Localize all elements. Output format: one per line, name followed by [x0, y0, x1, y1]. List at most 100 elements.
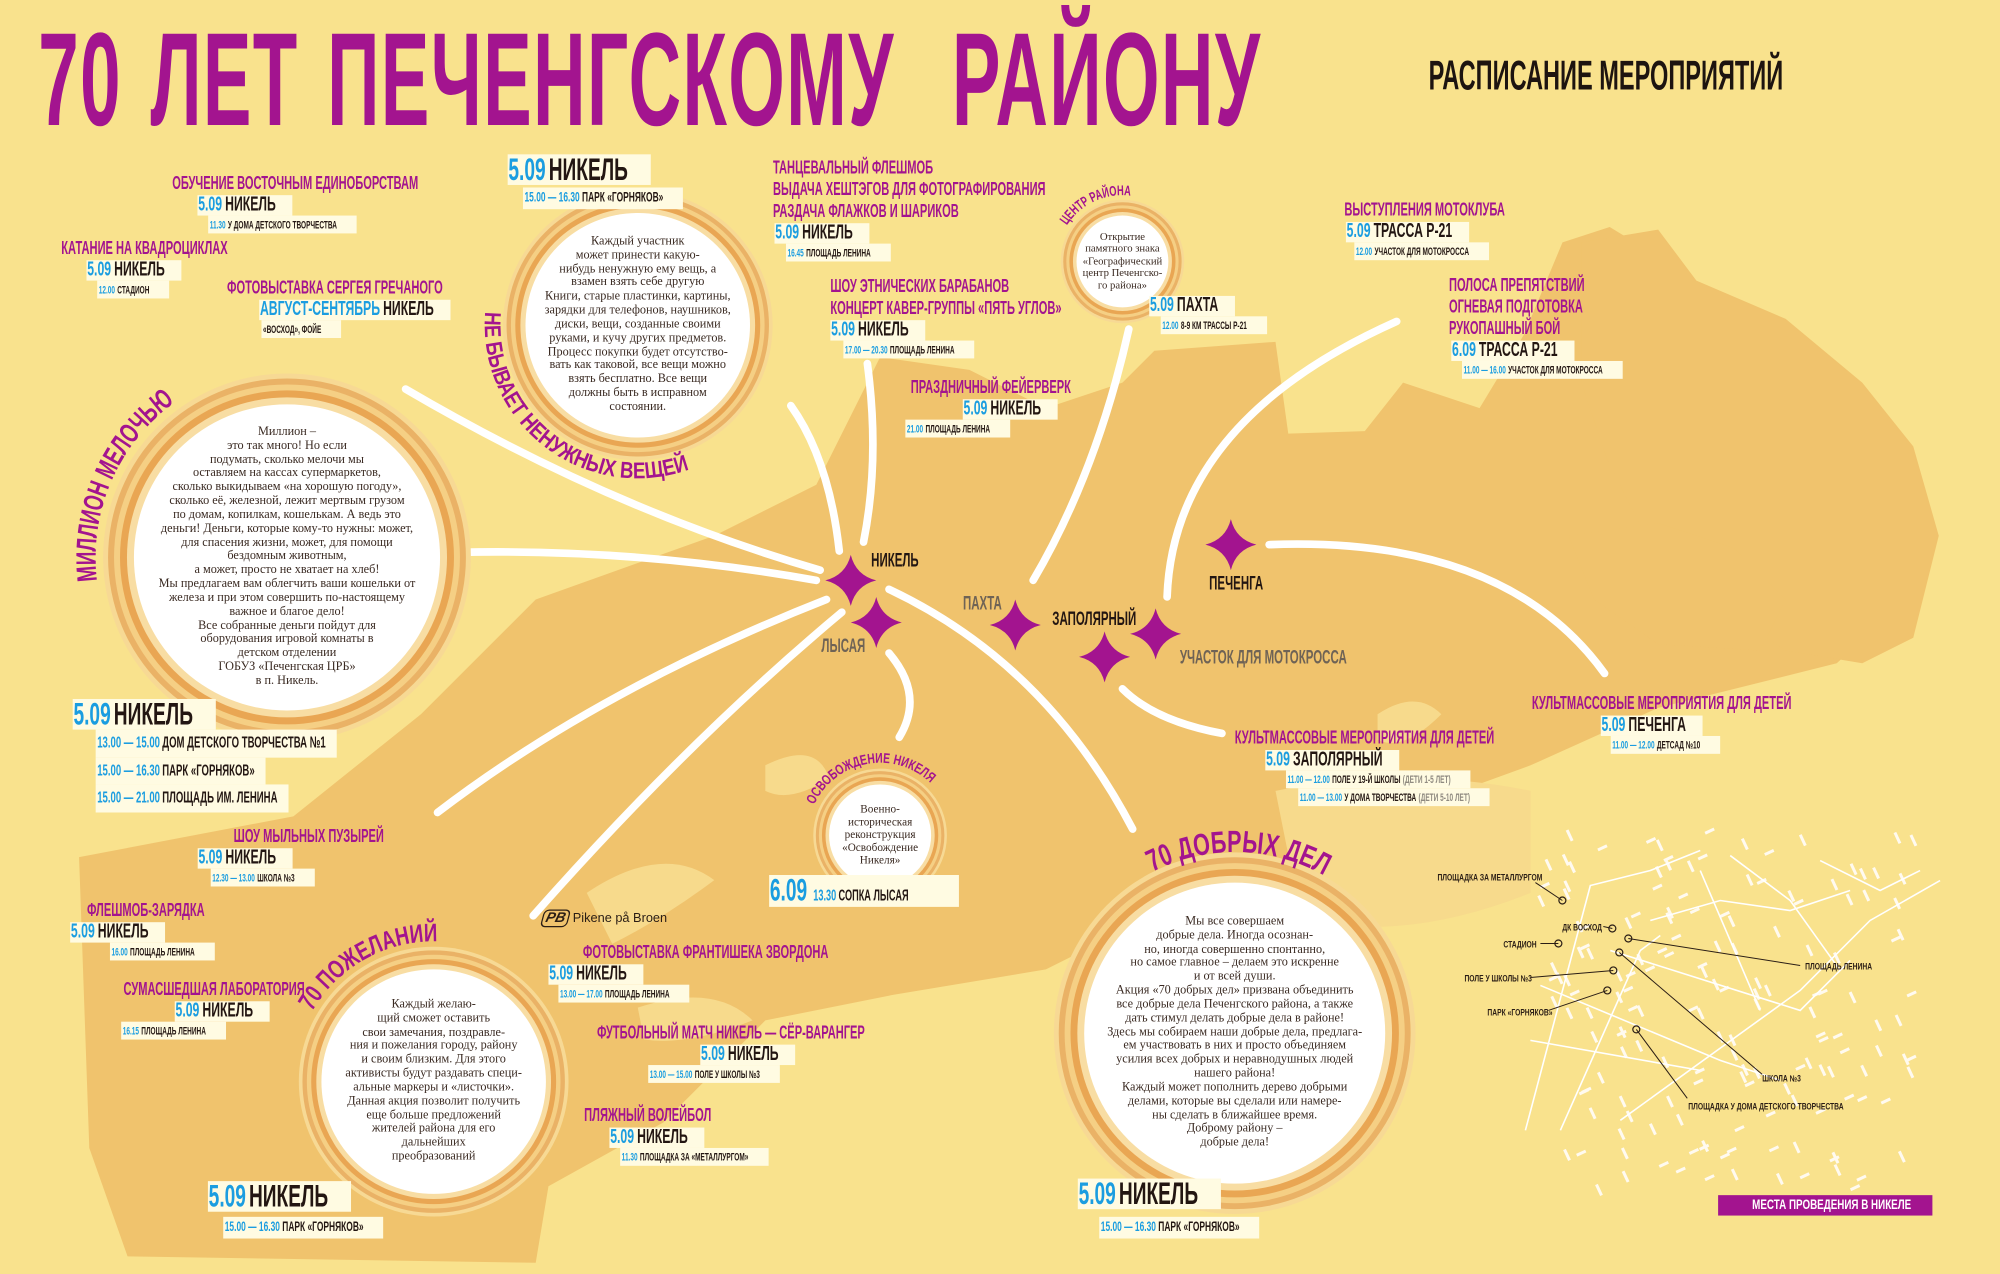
building-shape	[1590, 1030, 1599, 1044]
building-shape	[1808, 1006, 1817, 1019]
minimap-location-label: ПЛОЩАДКА У ДОМА ДЕТСКОГО ТВОРЧЕСТВА	[1688, 1101, 1844, 1111]
description-line: зарядки для телефонов, наушников,	[544, 303, 731, 318]
building-shape	[1860, 1064, 1869, 1077]
event-time: 15.00 — 16.30	[1100, 1219, 1156, 1235]
description-line: центр Печенгско-	[1082, 267, 1163, 280]
event-date: 5.09	[208, 1178, 246, 1215]
description-line: дать стимул делать добрые дела в районе!	[1125, 1011, 1345, 1026]
building-shape	[1563, 974, 1571, 987]
event-date: 5.09	[963, 397, 988, 420]
building-shape	[1654, 865, 1663, 879]
building-shape	[1872, 867, 1880, 880]
event-date: 5.09	[1266, 748, 1290, 771]
location-marker-icon	[1609, 966, 1618, 975]
description-line: и от всей души.	[1193, 969, 1276, 984]
building-shape	[1829, 1155, 1840, 1163]
building-shape	[1792, 1141, 1801, 1154]
description-line: Никеля»	[859, 853, 901, 866]
building-shape	[1652, 883, 1663, 891]
description-line: для спасения жизни, может, для помощи	[181, 535, 393, 550]
building-shape	[1693, 1078, 1704, 1086]
event-venue: ПЛОЩАДЬ ЛЕНИНА	[925, 422, 991, 435]
event-time: 13.00 — 17.00	[559, 987, 603, 1000]
map-place-label: НИКЕЛЬ	[871, 549, 919, 572]
leader-line	[1628, 937, 1801, 966]
building-shape	[1818, 1035, 1829, 1043]
building-shape	[1765, 1110, 1776, 1118]
event-venue: ПАРК «ГОРНЯКОВ»	[162, 760, 255, 779]
event-title: КАТАНИЕ НА КВАДРОЦИКЛАХ	[61, 238, 228, 259]
building-shape	[1764, 848, 1775, 856]
event-time: 11.00 — 13.00	[1299, 790, 1343, 804]
building-shape	[1849, 863, 1858, 876]
building-shape	[1621, 1170, 1630, 1183]
building-shape	[1664, 858, 1673, 871]
description-line: го района»	[1097, 279, 1147, 292]
event-title: ФУТБОЛЬНЫЙ МАТЧ НИКЕЛЬ — СЁР-ВАРАНГЕР	[596, 1022, 865, 1044]
event-time: 13.00 — 15.00	[97, 733, 160, 752]
event-note: (ДЕТИ 5-10 ЛЕТ)	[1418, 790, 1471, 804]
building-shape	[1740, 837, 1749, 851]
building-shape	[1833, 1164, 1842, 1177]
map-place-label: ПЕЧЕНГА	[1209, 572, 1264, 595]
description-line: деньги! Деньги, которые кому-то нужны: м…	[160, 521, 414, 536]
description-line: делами, которые вы сделали или намере-	[1127, 1094, 1342, 1109]
building-shape	[1585, 1006, 1594, 1020]
description-line: может принести какую-	[575, 248, 700, 263]
building-shape	[1666, 906, 1674, 919]
building-shape	[1897, 1150, 1906, 1163]
event-date: 5.09	[831, 318, 855, 341]
event-place: НИКЕЛЬ	[114, 258, 165, 281]
description-line: ем участвовать в них и просто объединяем	[1123, 1038, 1347, 1053]
building-shape	[1618, 1095, 1627, 1108]
building-shape	[1663, 951, 1675, 959]
building-shape	[1550, 962, 1558, 975]
building-shape	[1726, 1146, 1737, 1154]
map-place-label: УЧАСТОК ДЛЯ МОТОКРОССА	[1179, 646, 1347, 669]
description-line: оставляем на кассах супермаркетов,	[193, 466, 381, 481]
description-line: добрые дела. Иногда осознан-	[1156, 928, 1314, 943]
description-line: в п. Никель.	[255, 673, 319, 688]
description-line: «Географический	[1082, 255, 1163, 267]
description-line: сколько её, железной, лежит мертвым груз…	[169, 493, 405, 509]
building-shape	[1563, 880, 1572, 893]
building-shape	[1678, 892, 1689, 900]
building-shape	[1636, 1004, 1645, 1018]
building-shape	[1568, 861, 1576, 874]
event-title: КУЛЬТМАССОВЫЕ МЕРОПРИЯТИЯ ДЛЯ ДЕТЕЙ	[1531, 693, 1792, 715]
building-shape	[1804, 1057, 1813, 1070]
building-shape	[1666, 1095, 1674, 1108]
building-shape	[1795, 1063, 1806, 1071]
event-place: ПАХТА	[1176, 294, 1219, 317]
description-line: Мы предлагаем вам облегчить ваши кошельк…	[158, 576, 416, 591]
building-shape	[1875, 1044, 1883, 1057]
building-shape	[1713, 940, 1722, 953]
building-shape	[1576, 1149, 1587, 1157]
minimap-location-label: ПЛОЩАДКА ЗА МЕТАЛЛУРГОМ	[1437, 873, 1542, 883]
description-line: железа и при этом совершить по-настоящем…	[168, 590, 406, 605]
building-shape	[1790, 1094, 1799, 1107]
building-shape	[1896, 928, 1905, 941]
leader-line	[1548, 989, 1608, 1011]
building-shape	[1537, 895, 1546, 908]
description-line: взамен взять себе другую	[571, 275, 705, 290]
event-venue: ПЛОЩАДЬ ИМ. ЛЕНИНА	[162, 788, 278, 807]
building-shape	[1623, 985, 1634, 993]
